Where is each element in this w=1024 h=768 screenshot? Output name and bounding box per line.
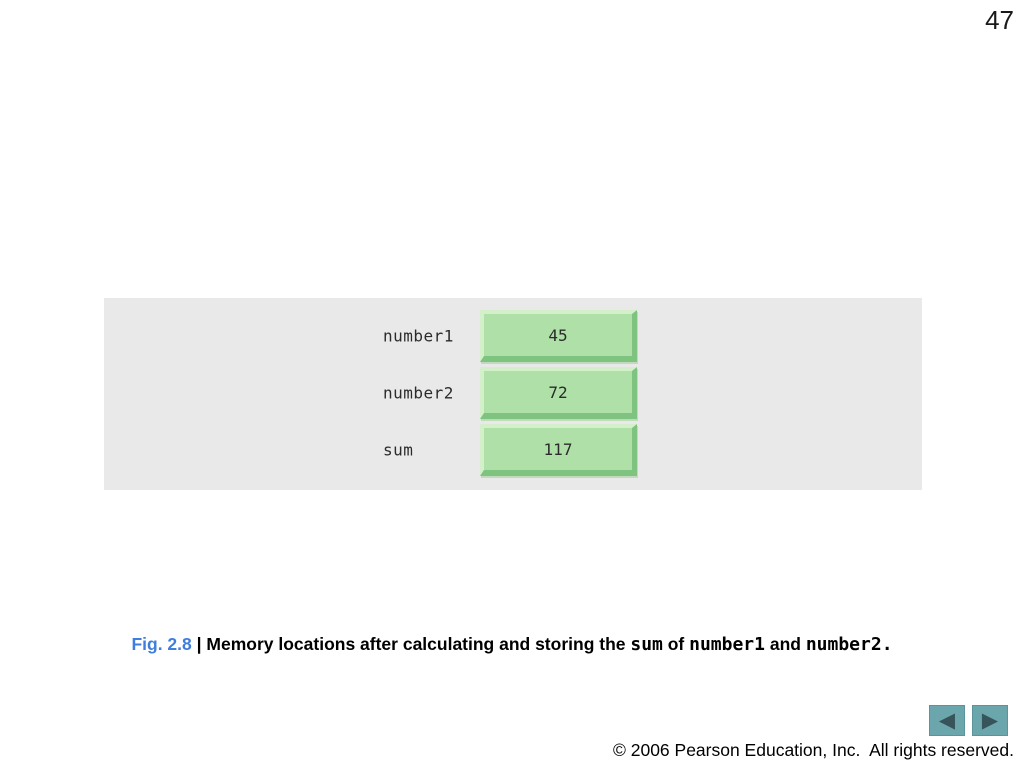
caption-code-sum: sum xyxy=(630,634,663,655)
memory-value: 117 xyxy=(543,439,573,459)
copyright-notice: © 2006 Pearson Education, Inc. All right… xyxy=(612,740,1014,760)
figure-number: Fig. 2.8 xyxy=(131,634,192,654)
left-arrow-icon: ◀ xyxy=(938,709,956,732)
slide-navigation: ◀ ▶ xyxy=(929,705,1008,736)
variable-name-label: number2 xyxy=(383,383,454,403)
memory-diagram-panel: number1 45 number2 72 sum 117 xyxy=(104,298,922,490)
caption-period: . xyxy=(881,634,893,655)
page-number: 47 xyxy=(985,5,1014,35)
caption-text: Memory locations after calculating and s… xyxy=(206,634,631,654)
caption-code-number1: number1 xyxy=(689,634,765,655)
variable-name-label: sum xyxy=(383,440,414,460)
memory-value-box: 45 xyxy=(480,310,637,362)
memory-row: sum 117 xyxy=(104,424,922,476)
memory-value: 45 xyxy=(548,325,568,345)
next-slide-button[interactable]: ▶ xyxy=(972,705,1008,736)
memory-row: number2 72 xyxy=(104,367,922,419)
memory-value-box: 117 xyxy=(480,424,637,476)
caption-code-number2: number2 xyxy=(805,634,882,655)
caption-text: of xyxy=(662,634,690,654)
memory-value: 72 xyxy=(548,382,568,402)
memory-value-box: 72 xyxy=(480,367,637,419)
caption-text: and xyxy=(764,634,806,654)
variable-name-label: number1 xyxy=(383,326,454,346)
memory-row: number1 45 xyxy=(104,310,922,362)
caption-separator: | xyxy=(191,634,207,654)
right-arrow-icon: ▶ xyxy=(981,709,999,732)
figure-caption: Fig. 2.8 | Memory locations after calcul… xyxy=(80,630,944,659)
previous-slide-button[interactable]: ◀ xyxy=(929,705,965,736)
